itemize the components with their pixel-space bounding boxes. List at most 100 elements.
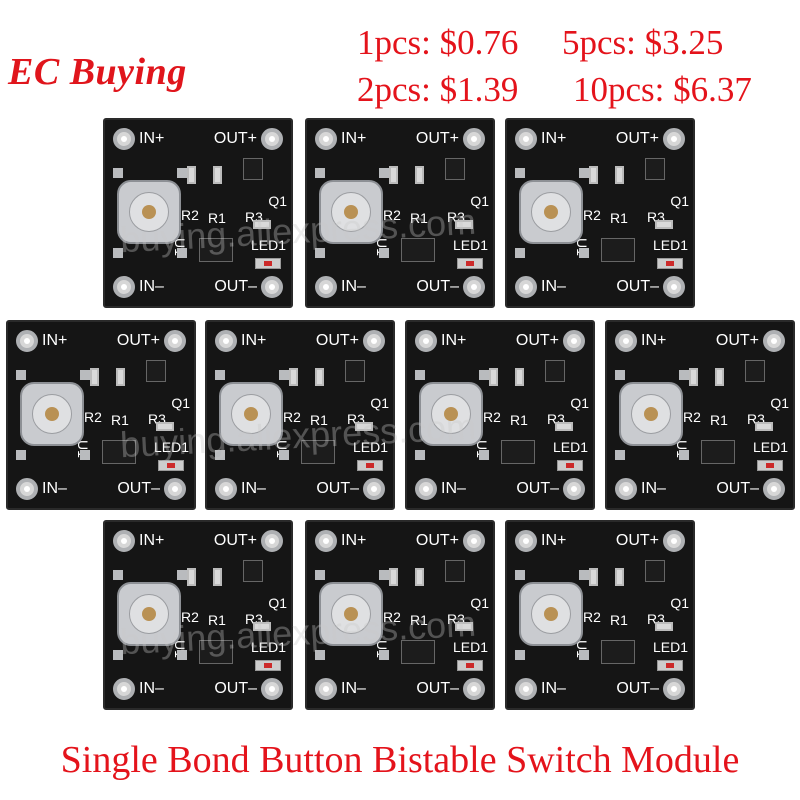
resistor-r3 <box>355 422 373 431</box>
resistor-r2 <box>489 368 498 386</box>
solder-pad <box>177 650 187 660</box>
label-r1: R1 <box>510 412 528 428</box>
mounting-hole <box>261 530 283 552</box>
tactile-push-button <box>117 582 181 646</box>
label-in-minus: IN– <box>341 680 366 697</box>
solder-pad <box>315 650 325 660</box>
resistor-r1 <box>515 368 524 386</box>
label-in-minus: IN– <box>541 278 566 295</box>
solder-pad <box>113 650 123 660</box>
resistor-r1 <box>415 166 424 184</box>
label-in-plus: IN+ <box>139 130 165 147</box>
product-title: Single Bond Button Bistable Switch Modul… <box>60 739 740 781</box>
transistor-q1 <box>146 360 166 382</box>
solder-pad <box>80 370 90 380</box>
label-r1: R1 <box>310 412 328 428</box>
solder-pad <box>279 370 289 380</box>
label-out-minus: OUT– <box>214 680 257 697</box>
label-in-plus: IN+ <box>441 332 467 349</box>
ic-u1 <box>701 440 735 464</box>
label-q1: Q1 <box>570 395 589 411</box>
label-r1: R1 <box>208 612 226 628</box>
mounting-hole <box>113 530 135 552</box>
label-in-plus: IN+ <box>341 532 367 549</box>
mounting-hole <box>663 530 685 552</box>
resistor-r1 <box>615 166 624 184</box>
solder-pad <box>579 650 589 660</box>
label-out-minus: OUT– <box>117 480 160 497</box>
solder-pad <box>315 168 325 178</box>
label-led1: LED1 <box>251 237 287 253</box>
label-led1: LED1 <box>753 439 789 455</box>
label-q1: Q1 <box>171 395 190 411</box>
label-r2: R2 <box>283 409 301 425</box>
solder-pad <box>379 650 389 660</box>
label-r1: R1 <box>710 412 728 428</box>
mounting-hole <box>663 128 685 150</box>
mounting-hole <box>663 276 685 298</box>
price-1pcs: 1pcs: $0.76 <box>357 23 519 62</box>
solder-pad <box>515 650 525 660</box>
tactile-push-button <box>619 382 683 446</box>
ic-u1 <box>401 640 435 664</box>
solder-pad <box>279 450 289 460</box>
resistor-r2 <box>389 568 398 586</box>
tactile-push-button <box>419 382 483 446</box>
label-out-plus: OUT+ <box>315 332 359 349</box>
transistor-q1 <box>645 560 665 582</box>
ic-u1 <box>601 238 635 262</box>
mounting-hole <box>415 330 437 352</box>
resistor-r2 <box>187 568 196 586</box>
mounting-hole <box>164 330 186 352</box>
mounting-hole <box>563 330 585 352</box>
led1 <box>255 258 281 269</box>
solder-pad <box>415 450 425 460</box>
tactile-push-button <box>219 382 283 446</box>
label-out-minus: OUT– <box>616 278 659 295</box>
led1 <box>557 460 583 471</box>
label-out-plus: OUT+ <box>715 332 759 349</box>
label-r1: R1 <box>410 210 428 226</box>
resistor-r1 <box>213 166 222 184</box>
mounting-hole <box>615 478 637 500</box>
resistor-r1 <box>615 568 624 586</box>
ic-u1 <box>199 640 233 664</box>
label-out-plus: OUT+ <box>515 332 559 349</box>
label-led1: LED1 <box>453 639 489 655</box>
mounting-hole <box>113 128 135 150</box>
label-in-minus: IN– <box>139 278 164 295</box>
label-q1: Q1 <box>770 395 789 411</box>
mounting-hole <box>515 128 537 150</box>
resistor-r2 <box>589 166 598 184</box>
resistor-r1 <box>415 568 424 586</box>
solder-pad <box>579 570 589 580</box>
tactile-push-button <box>117 180 181 244</box>
solder-pad <box>177 168 187 178</box>
label-led1: LED1 <box>154 439 190 455</box>
price-10pcs: 10pcs: $6.37 <box>573 70 752 109</box>
label-out-minus: OUT– <box>416 278 459 295</box>
label-in-minus: IN– <box>541 680 566 697</box>
label-r1: R1 <box>610 612 628 628</box>
tactile-push-button <box>319 582 383 646</box>
mounting-hole <box>261 128 283 150</box>
label-r2: R2 <box>383 207 401 223</box>
transistor-q1 <box>745 360 765 382</box>
led1 <box>357 460 383 471</box>
mounting-hole <box>515 530 537 552</box>
label-q1: Q1 <box>470 193 489 209</box>
mounting-hole <box>164 478 186 500</box>
solder-pad <box>177 248 187 258</box>
resistor-r1 <box>116 368 125 386</box>
resistor-r3 <box>655 622 673 631</box>
label-led1: LED1 <box>653 639 689 655</box>
solder-pad <box>315 248 325 258</box>
resistor-r2 <box>90 368 99 386</box>
mounting-hole <box>463 678 485 700</box>
solder-pad <box>479 370 489 380</box>
resistor-r1 <box>213 568 222 586</box>
mounting-hole <box>16 478 38 500</box>
